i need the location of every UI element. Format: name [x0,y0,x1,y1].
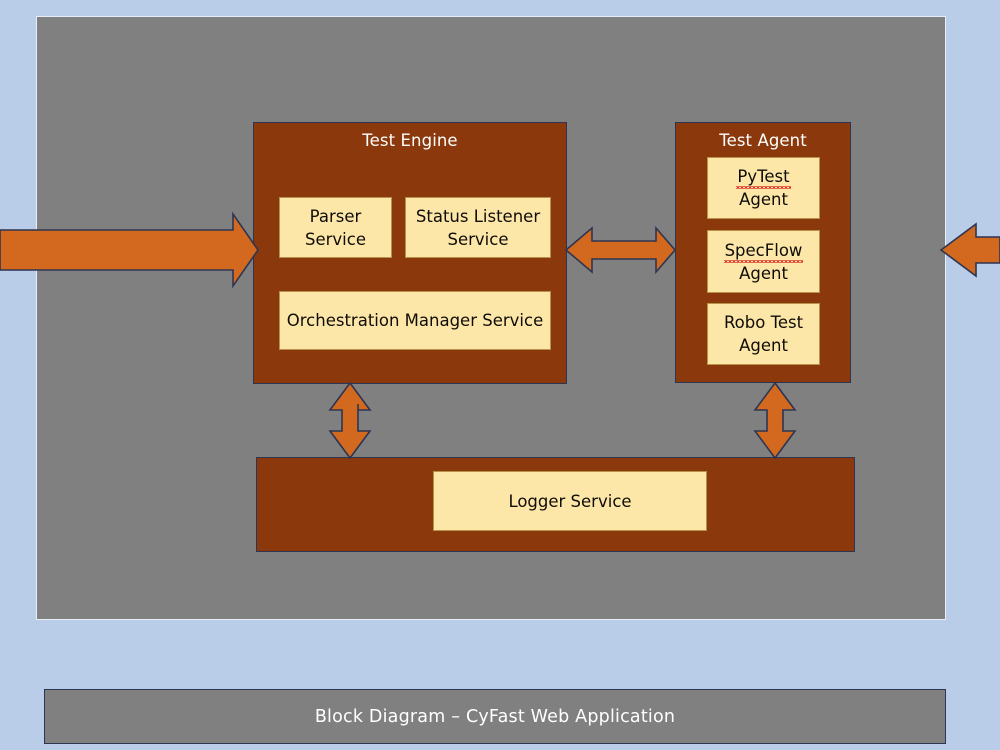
group-test-engine-title: Test Engine [362,131,458,150]
service-robo-test-agent-label-line2: Agent [739,336,788,355]
service-specflow-agent-label-line2: Agent [739,263,788,283]
caption-text: Block Diagram – CyFast Web Application [314,706,676,727]
service-orchestration-manager[interactable]: Orchestration Manager Service [279,291,551,350]
spellcheck-underline: PyTest [736,167,791,189]
service-pytest-agent-label-line2: Agent [739,190,788,209]
inbound-agent-arrow [939,222,1000,278]
service-robo-test-agent[interactable]: Robo Test Agent [707,303,820,365]
service-specflow-agent-label-line1: SpecFlow [723,239,804,263]
spellcheck-underline: SpecFlow [723,240,804,263]
group-test-agent-title: Test Agent [719,131,807,150]
service-orchestration-manager-label: Orchestration Manager Service [286,311,544,330]
caption-bar: Block Diagram – CyFast Web Application [44,689,946,744]
service-logger-label: Logger Service [508,491,632,511]
service-logger[interactable]: Logger Service [433,471,707,531]
service-specflow-agent[interactable]: SpecFlow Agent [707,230,820,293]
service-status-listener-label-line2: Service [447,229,509,249]
service-robo-test-agent-label-line1: Robo Test [723,313,804,332]
service-parser-label-line2: Service [305,229,366,249]
service-parser[interactable]: Parser Service [279,197,392,258]
service-parser-label-line1: Parser [309,206,362,226]
service-pytest-agent[interactable]: PyTest Agent [707,157,820,219]
service-status-listener[interactable]: Status Listener Service [405,197,551,258]
service-status-listener-label-line1: Status Listener [415,206,541,226]
service-pytest-agent-label-line1: PyTest [736,165,791,189]
